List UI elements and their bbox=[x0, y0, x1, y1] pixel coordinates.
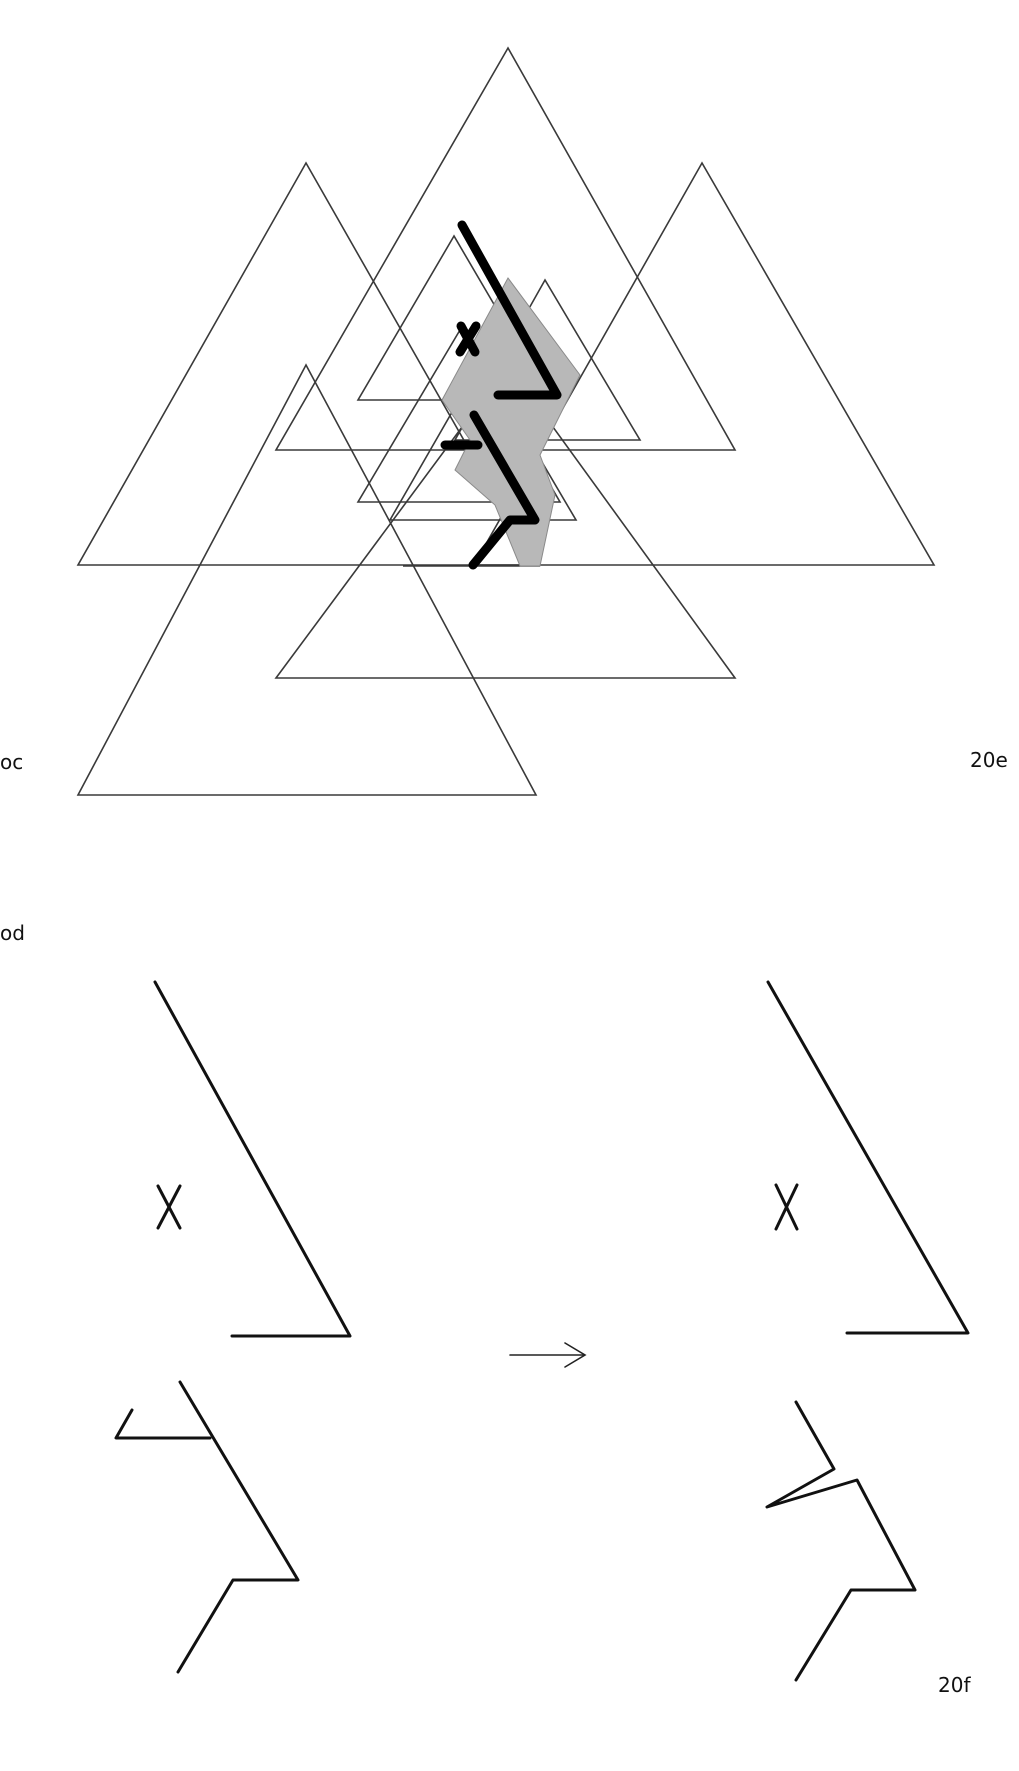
right-upper-angle bbox=[766, 980, 970, 1335]
left-hook bbox=[114, 1408, 212, 1440]
transformation-panel: od 20f bbox=[0, 858, 1019, 1771]
triangle-composition-panel: oc 20e bbox=[0, 0, 1019, 800]
triangle-composition bbox=[76, 46, 936, 796]
heavy-x-b bbox=[455, 321, 481, 357]
transformation-arrow bbox=[509, 1342, 587, 1368]
right-lower-path bbox=[765, 1400, 917, 1682]
left-lower-path bbox=[176, 1380, 300, 1674]
triangle-left bbox=[76, 161, 537, 566]
left-upper-angle bbox=[153, 980, 352, 1338]
left-x-b bbox=[156, 1184, 182, 1230]
heavy-stroke-lower bbox=[468, 410, 540, 570]
triangle-right bbox=[472, 161, 936, 566]
label-20f: 20f bbox=[938, 1673, 971, 1697]
transformation-diagram bbox=[114, 980, 970, 1682]
triangle-bottom-left bbox=[76, 363, 538, 796]
label-od: od bbox=[0, 921, 25, 945]
label-20e: 20e bbox=[970, 748, 1008, 772]
heavy-stroke-upper bbox=[457, 220, 562, 400]
right-x-b bbox=[774, 1183, 799, 1231]
triangle-bottom-middle bbox=[274, 363, 737, 679]
label-oc: oc bbox=[0, 750, 24, 774]
